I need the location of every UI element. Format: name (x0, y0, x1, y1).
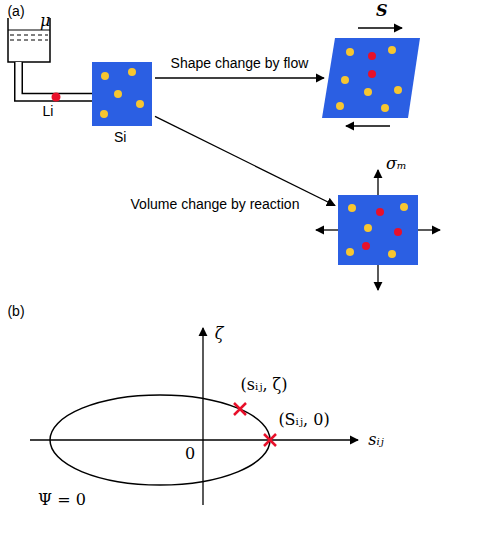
sheared-block-part-part (346, 48, 354, 56)
node-label: μ (40, 12, 50, 30)
sheared-block-part-part (368, 52, 376, 60)
silicon-box: Si (92, 62, 152, 126)
arrow-line (155, 77, 324, 78)
sheared-block-part-part (368, 70, 376, 78)
sheared-block-part (346, 125, 390, 126)
axis-label: sᵢⱼ (368, 431, 384, 449)
sheared-block-part (322, 38, 420, 118)
silicon-block-part-part (128, 68, 136, 76)
expanded-block-part-part (376, 208, 384, 216)
sheared-block-part-part (341, 76, 349, 84)
reservoir-part (10, 35, 48, 36)
expanded-block (316, 170, 440, 290)
expanded-block-part-part (377, 170, 378, 195)
expanded-block-part-part (348, 204, 356, 212)
expanded-block-part-part (418, 229, 440, 230)
panel-label: (b) (7, 304, 24, 319)
sheared-block-part-part (388, 46, 396, 54)
silicon-block-part-part (136, 100, 144, 108)
expanded-block-part-part (364, 224, 372, 232)
shear-box: S (322, 38, 420, 118)
pipe (19, 62, 93, 97)
expanded-block-part-part (316, 229, 338, 230)
pipe-wall (19, 62, 93, 97)
sheared-block (322, 28, 420, 126)
volume-box: σₘ (338, 195, 418, 265)
node-label: Si (114, 130, 126, 145)
yield-surface-plot-part-part (234, 403, 246, 415)
silicon-block-part (92, 62, 152, 126)
node-label: σₘ (386, 155, 407, 173)
silicon-block (92, 62, 152, 126)
yield-surface-plot-part (202, 328, 203, 505)
expanded-block-part (346, 203, 408, 258)
expanded-block-part-part (362, 242, 370, 250)
silicon-block-part-part (114, 90, 122, 98)
expanded-block-part (338, 195, 418, 265)
node-label: S (376, 2, 388, 20)
sheared-block-part (358, 27, 402, 28)
yield-surface-plot-part (30, 439, 358, 440)
yield-surface-plot-part-part (264, 434, 276, 446)
silicon-block-part (100, 68, 144, 118)
silicon-block-part-part (100, 110, 108, 118)
sheared-block-part-part (381, 104, 389, 112)
origin-label: 0 (185, 445, 195, 463)
flow-arrow (155, 78, 324, 79)
sheared-block-part (368, 52, 376, 78)
expanded-block-part (316, 170, 440, 290)
lithium-atom (52, 93, 61, 102)
sheared-block-part-part (364, 88, 372, 96)
expanded-block-part-part (377, 265, 378, 290)
silicon-block-part-part (101, 72, 109, 80)
axis-label: ζ (215, 325, 224, 343)
pipe-bore (19, 62, 93, 97)
curve-label: Ψ = 0 (38, 491, 86, 509)
sheared-block-part-part (394, 86, 402, 94)
point-label: (sᵢⱼ, ζ) (241, 376, 288, 394)
edge-label: Shape change by flow (169, 56, 311, 71)
edge-label: Volume change by reaction (129, 197, 302, 212)
reservoir-part (8, 30, 50, 31)
point-label: (Sᵢⱼ, 0) (278, 411, 329, 429)
reaction-arrow (155, 116, 335, 205)
expanded-block-part (362, 208, 402, 250)
expanded-block-part-part (394, 228, 402, 236)
expanded-block-part-part (388, 250, 396, 258)
yield-surface-plot-part (50, 395, 270, 485)
expanded-block-part-part (400, 203, 408, 211)
edge-label: Li (41, 104, 56, 119)
yield-surface-plot-part-part (234, 403, 246, 415)
arrow-line (155, 116, 335, 205)
sheared-block-part (336, 46, 402, 112)
expanded-block-part-part (346, 248, 354, 256)
yield-surface-plot-part (234, 403, 276, 446)
yield-surface-plot-part-part (264, 434, 276, 446)
sheared-block-part-part (336, 102, 344, 110)
yield-surface-plot (30, 328, 358, 505)
reservoir-part (10, 40, 48, 41)
reservoir-box: μ (8, 18, 50, 62)
panel-label: (a) (7, 4, 24, 19)
